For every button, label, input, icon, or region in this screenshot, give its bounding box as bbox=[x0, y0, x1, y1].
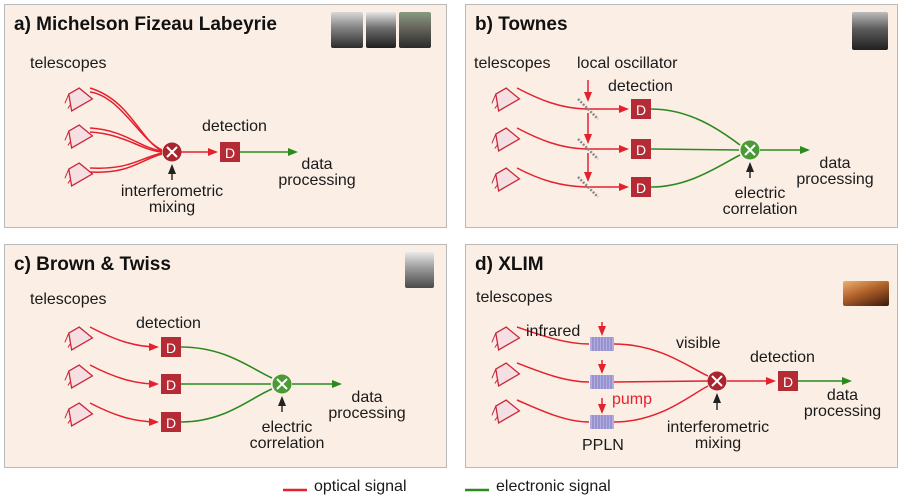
panel-d-mixer bbox=[707, 371, 727, 391]
panel-a-detection-label: detection bbox=[202, 118, 267, 135]
telescope-icon bbox=[488, 396, 521, 425]
panel-b-detectors: D D D bbox=[631, 99, 651, 197]
panel-b-electronic-paths bbox=[650, 108, 810, 188]
telescope-icon bbox=[61, 361, 94, 390]
svg-text:D: D bbox=[636, 180, 646, 196]
portrait-photo-fizeau bbox=[366, 12, 396, 48]
telescope-icon bbox=[61, 159, 94, 188]
panel-c-detectors: D D D bbox=[161, 337, 181, 432]
ppln-crystal bbox=[589, 414, 615, 430]
panel-b bbox=[465, 4, 898, 228]
panel-a-mixer bbox=[162, 142, 182, 162]
svg-text:D: D bbox=[636, 102, 646, 118]
telescope-icon bbox=[488, 84, 521, 113]
telescope-icon bbox=[488, 124, 521, 153]
panel-d-title: d) XLIM bbox=[475, 254, 544, 275]
telescope-icon bbox=[61, 121, 94, 150]
legend-electronic-label: electronic signal bbox=[496, 478, 611, 495]
panel-b-optical-paths bbox=[516, 80, 629, 191]
telescope-icon bbox=[488, 164, 521, 193]
portrait-photo-brown-twiss bbox=[405, 252, 434, 288]
ppln-crystal bbox=[589, 336, 615, 352]
panel-d-optical-paths bbox=[516, 322, 776, 423]
ppln-crystal bbox=[589, 374, 615, 390]
panel-b-telescopes bbox=[488, 84, 521, 193]
panel-b-correlator bbox=[740, 140, 760, 160]
portrait-photo-labeyrie bbox=[399, 12, 431, 48]
svg-text:D: D bbox=[166, 415, 176, 431]
telescope-icon bbox=[61, 84, 94, 113]
panel-a-detector: D bbox=[220, 142, 240, 162]
panel-c-title: c) Brown & Twiss bbox=[14, 254, 171, 275]
panel-d-visible-label: visible bbox=[676, 335, 721, 352]
panel-b-telescopes-label: telescopes bbox=[474, 55, 551, 72]
panel-d-telescopes bbox=[488, 323, 521, 425]
panel-a-telescopes bbox=[61, 84, 94, 188]
panel-c-correlator bbox=[272, 374, 292, 394]
panel-c bbox=[4, 244, 447, 468]
panel-c-optical-paths bbox=[89, 326, 159, 426]
panel-d-detection-label: detection bbox=[750, 349, 815, 366]
legend-optical-label: optical signal bbox=[314, 478, 407, 495]
panel-d-telescopes-label: telescopes bbox=[476, 289, 553, 306]
panel-b-title: b) Townes bbox=[475, 14, 568, 35]
detector-letter: D bbox=[225, 145, 235, 161]
portrait-photo-xlim bbox=[843, 281, 889, 306]
panel-c-telescopes bbox=[61, 323, 94, 428]
panel-d-ppln-crystals bbox=[589, 336, 615, 430]
panel-c-telescopes-label: telescopes bbox=[30, 291, 107, 308]
telescope-icon bbox=[61, 399, 94, 428]
portrait-photo-townes bbox=[852, 12, 888, 50]
panel-c-electronic-paths bbox=[180, 346, 342, 423]
panel-b-detection-label: detection bbox=[608, 78, 673, 95]
panel-c-detection-label: detection bbox=[136, 315, 201, 332]
panel-a-telescopes-label: telescopes bbox=[30, 55, 107, 72]
telescope-icon bbox=[488, 323, 521, 352]
panel-b-beamsplitters bbox=[577, 98, 599, 198]
panel-d-ppln-label: PPLN bbox=[582, 437, 624, 454]
telescope-icon bbox=[488, 359, 521, 388]
telescope-icon bbox=[61, 323, 94, 352]
panel-d-pump-label: pump bbox=[612, 391, 653, 408]
svg-text:D: D bbox=[166, 377, 176, 393]
svg-text:D: D bbox=[166, 340, 176, 356]
portrait-photo-michelson bbox=[331, 12, 363, 48]
panel-b-local-oscillator-label: local oscillator bbox=[577, 55, 678, 72]
svg-text:D: D bbox=[783, 374, 793, 390]
panel-a-title: a) Michelson Fizeau Labeyrie bbox=[14, 14, 277, 35]
panel-d bbox=[465, 244, 898, 468]
panel-d-detector: D bbox=[778, 371, 798, 391]
svg-text:D: D bbox=[636, 142, 646, 158]
panel-a-optical-paths bbox=[89, 87, 218, 173]
panel-d-infrared-label: infrared bbox=[526, 323, 581, 340]
